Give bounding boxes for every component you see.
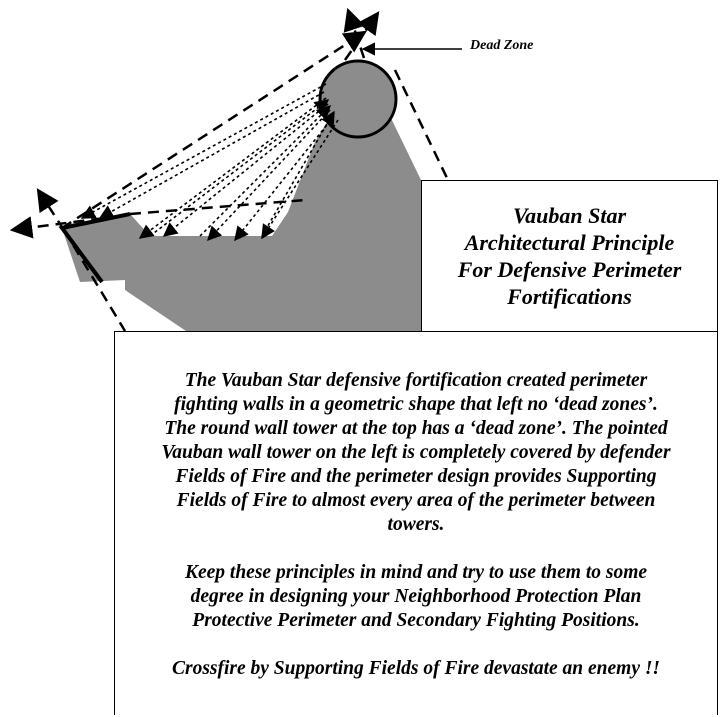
title-line: Fortifications	[507, 284, 632, 309]
round-wall-tower	[318, 59, 398, 139]
text-line: Keep these principles in mind and try to…	[184, 562, 648, 583]
text-line: The round wall tower at the top has a ‘d…	[164, 418, 668, 439]
text-line: degree in designing your Neighborhood Pr…	[190, 586, 642, 607]
advice-paragraph: Keep these principles in mind and try to…	[115, 561, 717, 633]
title-line: Architectural Principle	[464, 230, 675, 255]
text-line: Fields of Fire and the perimeter design …	[175, 466, 657, 487]
title-line: Vauban Star	[512, 203, 627, 228]
text-line: fighting walls in a geometric shape that…	[174, 394, 658, 415]
explanation-paragraph: The Vauban Star defensive fortification …	[115, 369, 717, 537]
text-line: Fields of Fire to almost every area of t…	[176, 490, 656, 511]
title-line: For Defensive Perimeter	[457, 257, 682, 282]
text-line: Crossfire by Supporting Fields of Fire d…	[171, 658, 661, 679]
supporting-fields-of-fire	[80, 83, 339, 242]
explanation-box: The Vauban Star defensive fortification …	[114, 331, 718, 715]
dead-zone-label: Dead Zone	[470, 38, 534, 53]
text-line: Protective Perimeter and Secondary Fight…	[192, 610, 640, 631]
perimeter-fire-lines	[9, 7, 449, 332]
title-box: Vauban Star Architectural Principle For …	[421, 180, 718, 332]
fortification-wall	[62, 112, 421, 331]
text-line: towers.	[387, 514, 445, 535]
closing-paragraph: Crossfire by Supporting Fields of Fire d…	[115, 657, 717, 681]
text-line: Vauban wall tower on the left is complet…	[161, 442, 671, 463]
text-line: The Vauban Star defensive fortification …	[184, 370, 648, 391]
